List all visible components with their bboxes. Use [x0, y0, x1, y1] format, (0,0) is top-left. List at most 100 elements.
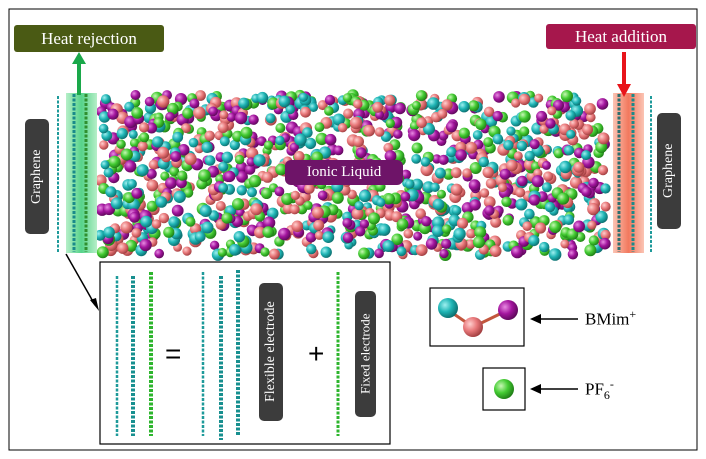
ion-particle [194, 231, 206, 243]
ion-particle [545, 118, 556, 129]
ion-particle [240, 126, 253, 139]
ion-particle [503, 140, 514, 151]
ion-particle [275, 135, 285, 146]
ion-particle [502, 214, 514, 226]
ion-particle [582, 124, 594, 136]
ion-particle [528, 235, 540, 247]
ion-particle [274, 186, 285, 197]
ion-particle [522, 221, 532, 231]
ion-particle [533, 168, 543, 178]
ion-particle [493, 91, 505, 103]
ion-particle [342, 232, 354, 243]
ion-particle [469, 199, 481, 211]
ion-particle [314, 230, 324, 240]
ion-particle [204, 155, 216, 166]
ion-particle [542, 160, 551, 170]
ion-particle [234, 154, 245, 165]
ion-particle [451, 205, 462, 216]
ion-particle [306, 243, 317, 255]
ion-particle [430, 182, 440, 192]
ion-particle [396, 246, 407, 257]
ion-particle [531, 175, 544, 188]
ion-particle [172, 131, 184, 143]
ion-particle [455, 149, 467, 161]
ion-particle [573, 220, 585, 233]
ion-particle [584, 244, 597, 257]
ion-particle [505, 159, 518, 172]
ion-particle [198, 169, 211, 182]
ion-particle [233, 231, 245, 243]
ion-particle [384, 193, 396, 205]
pf6-label: PF6- [585, 377, 614, 403]
anion-legend-arrowhead [530, 384, 541, 394]
ion-particle [105, 186, 117, 198]
ion-particle [131, 187, 143, 199]
ion-particle [124, 160, 137, 173]
ion-particle [138, 122, 150, 133]
ion-particle [560, 239, 570, 249]
ion-particle [218, 161, 229, 172]
inset-pointer-line [65, 253, 96, 306]
ion-particle [569, 119, 579, 129]
bmim-label: BMim+ [585, 307, 636, 330]
ion-particle [248, 114, 259, 125]
ion-particle [253, 154, 266, 167]
ion-particle [170, 151, 182, 162]
ion-particle [98, 123, 109, 134]
ion-particle [146, 122, 158, 134]
ion-particle [384, 150, 397, 163]
ion-particle [588, 177, 599, 189]
ion-particle [536, 110, 548, 122]
ion-particle [275, 163, 287, 176]
ion-particle [324, 106, 334, 116]
ion-particle [501, 196, 512, 207]
ion-particle [372, 101, 384, 113]
ion-particle [201, 221, 214, 234]
ion-particle [553, 99, 564, 111]
ion-particle [151, 219, 162, 229]
ion-particle [355, 226, 366, 237]
ion-particle [317, 190, 328, 201]
ion-particle [374, 127, 385, 137]
ion-particle [374, 248, 384, 259]
ion-particle [403, 228, 414, 239]
ion-particle [541, 182, 552, 193]
pf6-name: PF [585, 379, 604, 399]
ion-particle [298, 92, 308, 102]
ion-particle [441, 99, 453, 111]
ion-particle [281, 193, 294, 205]
ion-particle [260, 247, 270, 257]
ion-particle [260, 187, 273, 199]
ion-particle [515, 198, 528, 211]
ion-particle [177, 144, 190, 156]
ion-particle [376, 197, 386, 207]
ion-particle [275, 123, 286, 133]
ion-particle [304, 137, 317, 150]
ion-particle [278, 227, 291, 241]
ion-particle [534, 222, 547, 234]
ion-particle [342, 218, 353, 228]
ion-particle [351, 207, 364, 220]
ion-particle [158, 212, 170, 224]
ion-particle [458, 127, 470, 139]
ion-particle [333, 145, 344, 156]
ion-particle [248, 174, 262, 188]
ion-particle [411, 142, 423, 154]
ion-particle [539, 241, 550, 253]
ion-particle [182, 246, 192, 256]
ion-particle [250, 203, 263, 216]
ion-particle [363, 124, 375, 137]
ion-particle [596, 98, 609, 110]
ion-particle [124, 101, 135, 112]
ion-particle [294, 133, 307, 146]
ion-particle [450, 183, 463, 196]
ion-particle [518, 93, 531, 106]
ion-particle [268, 248, 280, 260]
ion-particle [193, 106, 206, 120]
ion-particle [209, 240, 220, 250]
ion-particle [215, 201, 226, 211]
ion-particle [437, 108, 448, 119]
ion-particle [103, 167, 114, 178]
ion-particle [247, 187, 257, 198]
ion-particle [517, 175, 528, 187]
